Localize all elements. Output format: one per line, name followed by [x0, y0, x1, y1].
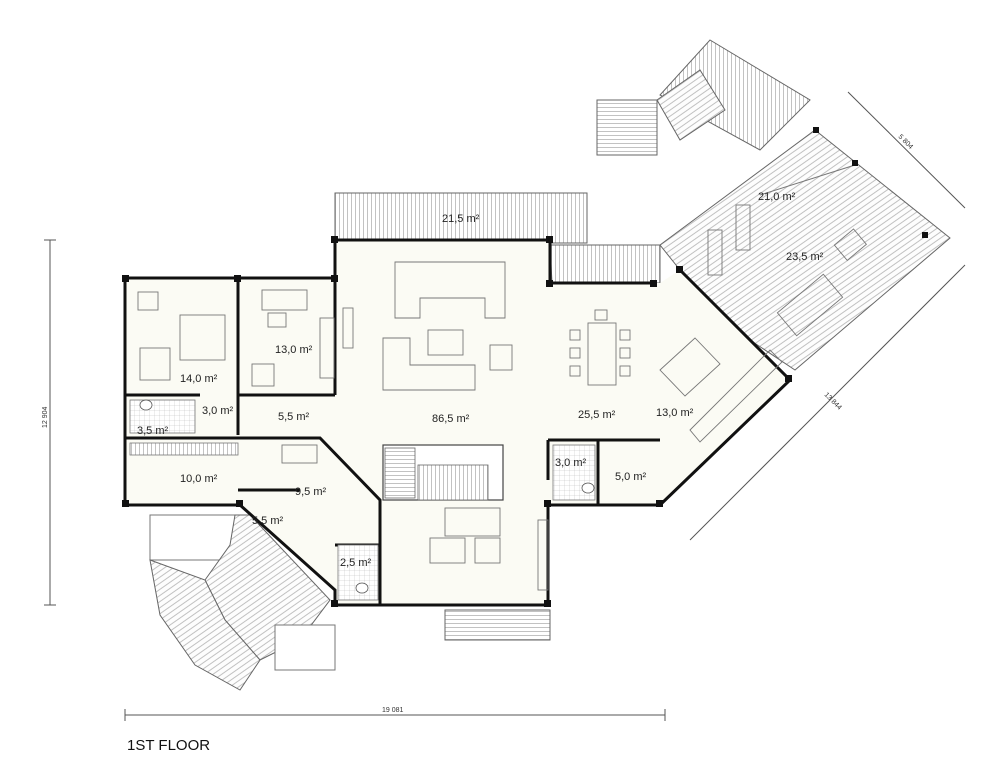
dim-left: 12 904	[42, 406, 49, 428]
area-hall: 9,5 m²	[295, 486, 327, 498]
walls	[123, 238, 793, 607]
central-stair	[382, 444, 504, 501]
area-entry: 5,5 m²	[252, 515, 284, 527]
area-corridor: 5,5 m²	[278, 411, 310, 423]
area-deck-lower: 23,5 m²	[786, 251, 824, 263]
area-hall-small: 3,0 m²	[202, 405, 234, 417]
dim-bottom: 19 081	[382, 707, 404, 714]
columns	[122, 127, 928, 607]
bathrooms	[129, 399, 596, 601]
area-living: 86,5 m²	[432, 413, 470, 425]
floor-caption: 1ST FLOOR	[127, 737, 210, 754]
area-dining: 25,5 m²	[578, 409, 616, 421]
area-wc: 2,5 m²	[340, 557, 372, 569]
dim-right-long: 13 844	[823, 391, 843, 411]
area-wc-kitchen: 3,0 m²	[555, 457, 587, 469]
area-pantry: 5,0 m²	[615, 471, 647, 483]
building-footprint	[125, 240, 790, 605]
furniture	[129, 204, 868, 591]
terrace-top	[334, 192, 661, 284]
area-bath-small: 3,5 m²	[137, 425, 169, 437]
area-kitchen: 13,0 m²	[656, 407, 694, 419]
area-deck-upper: 21,0 m²	[758, 191, 796, 203]
stair-top-right	[596, 39, 811, 156]
area-bedroom-second: 13,0 m²	[275, 344, 313, 356]
dimension-lines	[44, 91, 966, 721]
room-labels: 21,5 m² 21,0 m² 23,5 m² 14,0 m² 13,0 m² …	[137, 191, 824, 569]
area-wardrobe: 10,0 m²	[180, 473, 218, 485]
area-bedroom-main: 14,0 m²	[180, 373, 218, 385]
area-terrace-top: 21,5 m²	[442, 213, 480, 225]
entry-stairs	[149, 514, 551, 691]
